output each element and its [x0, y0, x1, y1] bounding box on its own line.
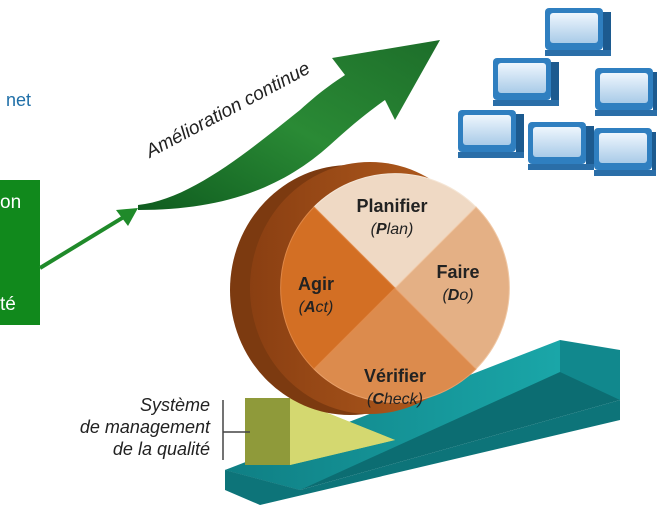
do-subtitle: (Do) [442, 287, 473, 304]
qms-label: Système de management de la qualité [80, 394, 210, 460]
act-subtitle: (Act) [299, 299, 334, 316]
green-box-fragment-1: on [0, 192, 22, 213]
plan-letter: P [376, 221, 387, 238]
do-rest: o [459, 287, 468, 304]
pointer-arrow [38, 208, 138, 270]
act-rest: ct [316, 299, 329, 316]
qms-label-line-2: de management [79, 417, 210, 437]
check-subtitle: (Check) [367, 391, 423, 408]
do-title: Faire [436, 262, 479, 282]
improvement-arrow [138, 40, 440, 210]
act-title: Agir [298, 274, 334, 294]
plan-title: Planifier [356, 196, 427, 216]
qms-label-line-1: Système [139, 395, 210, 415]
do-letter: D [448, 287, 460, 304]
pdca-labels: Planifier (Plan) Faire (Do) Vérifier (Ch… [298, 196, 480, 408]
check-title: Vérifier [364, 366, 426, 386]
act-letter: A [303, 299, 316, 316]
check-rest: heck [384, 391, 419, 408]
stacked-computers-icon [458, 8, 657, 176]
pdca-wheel [230, 162, 510, 415]
wedge-stop [245, 398, 395, 465]
green-box-fragment-2: té [0, 294, 16, 315]
check-letter: C [372, 391, 384, 408]
green-box: on té [0, 180, 40, 325]
qms-label-line-3: de la qualité [112, 439, 210, 459]
plan-subtitle: (Plan) [371, 221, 414, 238]
left-partial-text: net [6, 90, 32, 110]
qms-bracket [222, 400, 250, 460]
plan-rest: lan [387, 221, 408, 238]
